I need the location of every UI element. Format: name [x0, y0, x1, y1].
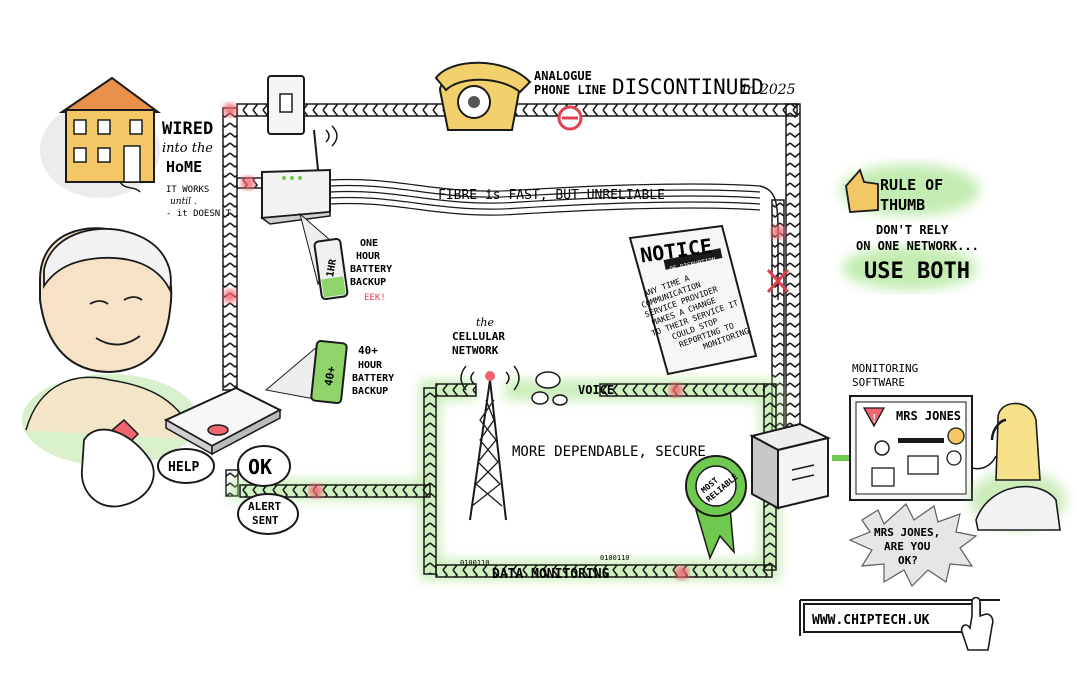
rule-line3: DON'T RELY: [876, 223, 949, 237]
bubble-line3: OK?: [898, 554, 918, 567]
fibre-label: FIBRE is FAST, BUT UNRELIABLE: [438, 188, 665, 203]
stop-icon: [557, 105, 583, 131]
binary-right: 0100110: [600, 554, 630, 562]
rule-line2: THUMB: [880, 196, 925, 214]
avatar: [947, 427, 965, 445]
rule-of-thumb: [840, 164, 980, 290]
router-illustration: [259, 125, 338, 225]
voice-label: VOICE: [578, 383, 614, 397]
pie-icon: [946, 450, 962, 466]
battery-short-line2: HOUR: [356, 251, 381, 262]
cellular-line1: the: [476, 316, 495, 329]
warning-icon: !: [871, 412, 878, 425]
help-text: HELP: [168, 460, 199, 475]
alert-line2: SENT: [252, 514, 279, 527]
wired-cables: [222, 103, 801, 497]
bubble-line2: ARE YOU: [884, 540, 931, 553]
rosette-award-icon: [685, 455, 747, 561]
wall-socket: [267, 75, 305, 135]
wired-note-3: - it DOESN'T: [166, 209, 232, 219]
elderly-woman: [22, 227, 198, 508]
battery-long-line3: BATTERY: [352, 373, 394, 384]
alarm-base-unit: [163, 386, 283, 456]
battery-short-cell: 1HR: [325, 257, 339, 278]
cellular-line3: NETWORK: [452, 344, 499, 357]
wired-note-2: until .: [170, 197, 197, 207]
battery-short-line3: BATTERY: [350, 264, 392, 275]
server-icon: [749, 422, 831, 510]
pointer-hand-icon: [960, 596, 994, 651]
screen-name: MRS JONES: [896, 409, 961, 423]
battery-short-eek: EEK!: [364, 293, 386, 303]
voice-bubbles: [531, 371, 568, 406]
monitoring-screen: [849, 395, 973, 501]
alert-line1: ALERT: [248, 500, 281, 513]
cellular-line2: CELLULAR: [452, 330, 505, 343]
operator-illustration: [970, 402, 1066, 531]
thumbs-up-icon: [845, 168, 879, 213]
wired-title-3: HoME: [166, 158, 202, 176]
battery-long-line4: BACKUP: [352, 386, 388, 397]
analogue-line1: ANALOGUE: [534, 69, 592, 83]
cell-tower-icon: [460, 365, 520, 521]
ok-text: OK: [248, 455, 272, 479]
battery-short-line1: ONE: [360, 238, 378, 249]
discontinued-text: DISCONTINUED: [612, 75, 764, 99]
data-monitoring-label: DATA MONITORING: [492, 567, 610, 582]
wired-title-2: into the: [162, 141, 213, 156]
wired-title-1: WIRED: [162, 119, 213, 139]
monitoring-label-2: SOFTWARE: [852, 376, 905, 389]
battery-long-line1: 40+: [358, 344, 378, 357]
analogue-line2: PHONE LINE: [534, 83, 606, 97]
house-illustration: [40, 76, 162, 198]
rule-line5: USE BOTH: [864, 259, 970, 284]
rule-line1: RULE OF: [880, 176, 943, 194]
operator-speech-bubble: [848, 503, 978, 588]
website-url[interactable]: WWW.CHIPTECH.UK: [812, 613, 930, 628]
wired-note-1: IT WORKS: [166, 185, 209, 195]
alert-sent-bubble: [237, 493, 299, 535]
help-bubble: [157, 448, 215, 484]
bubble-line1: MRS JONES,: [874, 526, 940, 539]
monitoring-label-1: MONITORING: [852, 362, 918, 375]
rule-line4: ON ONE NETWORK...: [856, 239, 979, 253]
battery-short-line4: BACKUP: [350, 277, 386, 288]
ok-bubble: [237, 445, 291, 487]
battery-long-line2: HOUR: [358, 360, 383, 371]
rotary-phone: [434, 61, 532, 131]
notice-paper: [628, 224, 758, 376]
gear-icon: [874, 440, 890, 456]
binary-left: 0100110: [460, 559, 490, 567]
discontinued-year: in 2025: [742, 82, 796, 98]
battery-forty-hour: 40+: [264, 339, 348, 405]
website-link-box[interactable]: WWW.CHIPTECH.UK: [799, 599, 1000, 636]
connection-nodes: [223, 103, 785, 580]
battery-one-hour: 1HR: [299, 212, 349, 301]
dependable-label: MORE DEPENDABLE, SECURE: [512, 444, 706, 460]
cross-icon: [766, 268, 790, 294]
battery-long-cell: 40+: [322, 365, 338, 387]
